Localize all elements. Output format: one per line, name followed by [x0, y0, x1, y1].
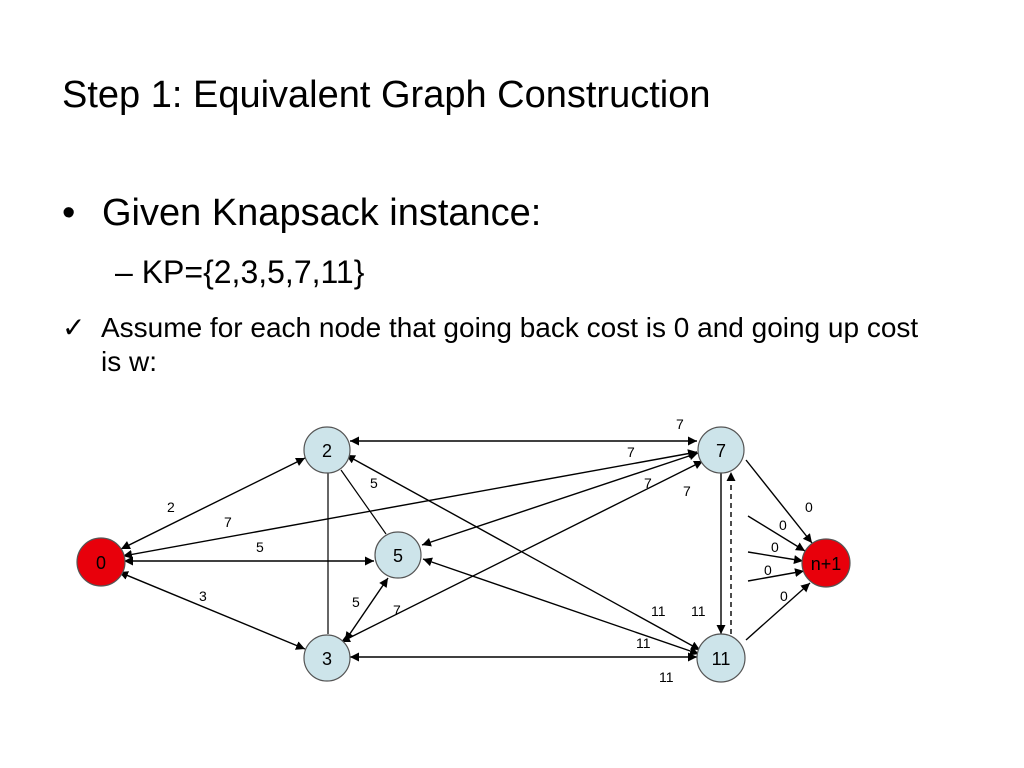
node-3: 3	[303, 634, 351, 682]
weight-2-5: 5	[370, 475, 378, 491]
weight-2-7: 7	[627, 444, 635, 460]
node-0-circle	[76, 537, 126, 587]
weight-stub-1: 0	[779, 517, 787, 533]
weight-7-self: 7	[683, 483, 691, 499]
node-2-circle	[303, 426, 351, 474]
edge-0-2	[120, 457, 306, 550]
node-5: 5	[374, 531, 422, 579]
weight-0-2: 2	[167, 499, 175, 515]
edge-5-7	[421, 451, 699, 547]
edge-3-7	[340, 460, 704, 643]
weight-3-5: 5	[352, 594, 360, 610]
weight-0-7: 7	[224, 514, 232, 530]
checked-note: ✓ Assume for each node that going back c…	[62, 311, 942, 379]
weight-7-n1: 0	[805, 499, 813, 515]
node-11: 11	[696, 633, 746, 683]
edge-2-5	[340, 469, 387, 535]
node-11-circle	[696, 633, 746, 683]
node-3-label: 3	[322, 649, 332, 669]
weight-5-7: 7	[644, 475, 652, 491]
node-n-plus-1-circle	[801, 538, 851, 588]
node-5-circle	[374, 531, 422, 579]
bullet-marker: •	[62, 192, 76, 234]
node-7-label: 7	[716, 441, 726, 461]
weight-2-11: 11	[636, 635, 651, 651]
weight-0-5: 5	[256, 539, 264, 555]
weight-stub-3: 0	[764, 562, 772, 578]
node-5-label: 5	[393, 546, 403, 566]
weight-stub-2: 0	[771, 539, 779, 555]
weight-7-11: 11	[691, 603, 706, 619]
weight-5-11: 11	[651, 603, 666, 619]
check-note-text: Assume for each node that going back cos…	[101, 312, 919, 377]
edge-7-n1	[745, 459, 813, 544]
edge-stub-1	[747, 515, 806, 552]
edge-11-n1	[745, 582, 811, 641]
weight-0-3: 3	[199, 588, 207, 604]
node-2-label: 2	[322, 441, 332, 461]
weight-11-n1: 0	[780, 588, 788, 604]
node-n-plus-1-label: n+1	[811, 554, 842, 574]
slide-title: Step 1: Equivalent Graph Construction	[62, 74, 711, 116]
edge-0-3	[118, 571, 306, 650]
edge-stub-2	[747, 551, 804, 564]
sub-bullet-kp-set: – KP={2,3,5,7,11}	[115, 254, 365, 290]
node-11-label: 11	[712, 649, 731, 669]
weight-3-7: 7	[393, 602, 401, 618]
node-2: 2	[303, 426, 351, 474]
node-7: 7	[697, 426, 745, 474]
weight-3-11: 11	[659, 669, 674, 685]
node-0: 0	[76, 537, 126, 587]
node-7-circle	[697, 426, 745, 474]
node-0-label: 0	[96, 553, 106, 573]
bullet-given-instance: • Given Knapsack instance:	[62, 192, 541, 235]
node-3-circle	[303, 634, 351, 682]
bullet-text: Given Knapsack instance:	[102, 192, 542, 234]
check-mark-icon: ✓	[62, 312, 86, 343]
weight-top-7: 7	[676, 416, 684, 432]
node-n-plus-1: n+1	[801, 538, 851, 588]
edge-stub-3	[747, 568, 805, 582]
